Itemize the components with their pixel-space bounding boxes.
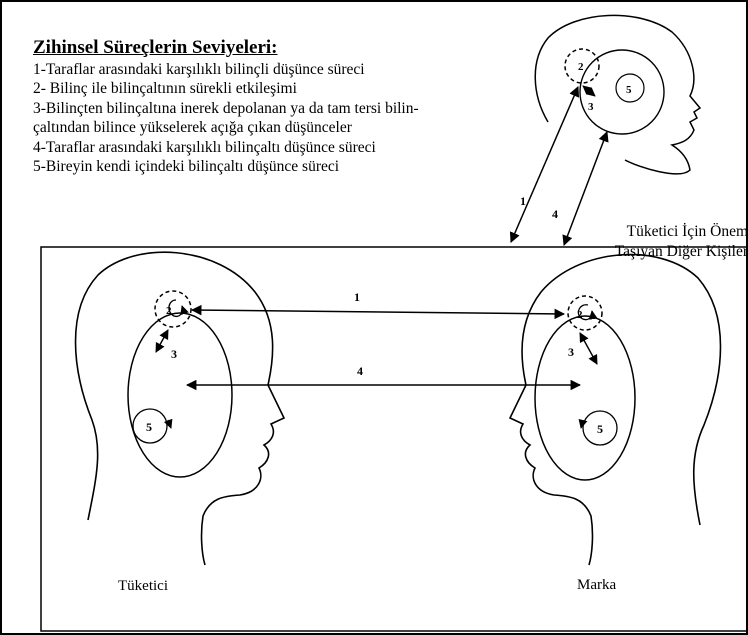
label-2-top: 2	[578, 61, 584, 73]
consumer-subconscious-ellipse	[128, 313, 232, 477]
label-5-left: 5	[146, 420, 152, 434]
others-arrow-3	[583, 86, 595, 96]
label-3-top: 3	[588, 101, 594, 113]
brand-arrow-3	[580, 333, 597, 364]
legend-item-4: 4-Taraflar arasındaki karşılıklı bilinça…	[33, 138, 553, 158]
consumer-arrow-3	[156, 330, 168, 352]
legend-item-1: 1-Taraflar arasındaki karşılıklı bilinçl…	[33, 60, 553, 80]
legend-item-2: 2- Bilinç ile bilinçaltının sürekli etki…	[33, 79, 553, 99]
label-5-top: 5	[626, 84, 632, 96]
others-label-line-2: Taşıyan Diğer Kişiler	[567, 242, 748, 262]
brand-head-outline	[510, 255, 721, 565]
label-arrow-1: 1	[354, 290, 360, 304]
legend-item-5: 5-Bireyin kendi içindeki bilinçaltı düşü…	[33, 157, 553, 177]
legend: Zihinsel Süreçlerin Seviyeleri: 1-Tarafl…	[33, 38, 553, 177]
others-label-line-1: Tüketici İçin Önem	[567, 222, 748, 242]
scene-box	[41, 247, 747, 631]
label-3-right: 3	[568, 345, 574, 359]
others-label: Tüketici İçin Önem Taşıyan Diğer Kişiler	[567, 222, 748, 261]
consumer-conscious-circle	[155, 291, 191, 327]
brand-label: Marka	[577, 577, 616, 594]
legend-title: Zihinsel Süreçlerin Seviyeleri:	[33, 38, 553, 58]
legend-item-3-cont: çaltından bilince yükselerek açığa çıkan…	[33, 118, 553, 138]
brand-conscious-circle	[568, 296, 602, 330]
label-arrow-4: 4	[357, 364, 363, 378]
label-arrow-4-top: 4	[552, 207, 558, 221]
label-2-left: 2	[166, 305, 172, 317]
consumer-label: Tüketici	[118, 578, 168, 595]
label-5-right: 5	[597, 422, 603, 436]
others-subconscious-ellipse	[580, 50, 664, 134]
consumer-loop-5-arrow-icon	[168, 420, 171, 428]
legend-item-3: 3-Bilinçten bilinçaltına inerek depolana…	[33, 99, 553, 119]
label-3-left: 3	[171, 347, 177, 361]
label-2-right: 2	[577, 309, 583, 321]
brand-subconscious-ellipse	[535, 316, 635, 480]
label-arrow-1-top: 1	[520, 194, 526, 208]
arrow-1-conscious	[192, 310, 564, 314]
consumer-head-outline	[76, 252, 285, 565]
